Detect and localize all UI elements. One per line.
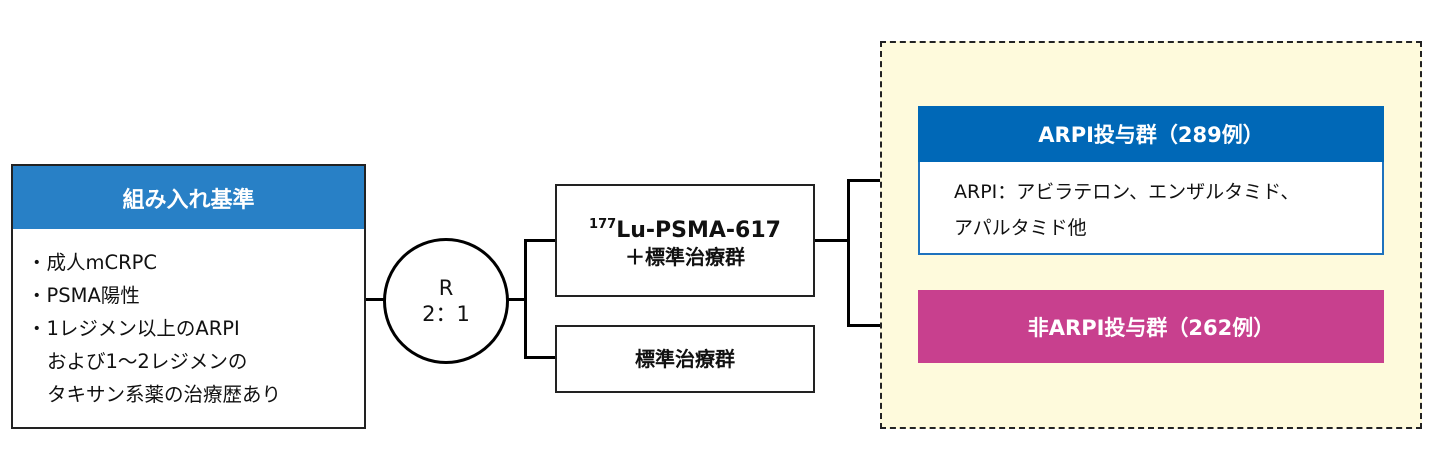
connector-criteria-to-randomization	[366, 298, 384, 301]
criteria-item: ・PSMA陽性	[27, 284, 140, 307]
branch-vertical-line	[524, 239, 527, 359]
arrow-line-to-non-arpi	[847, 324, 905, 327]
branch-to-lu-arm	[524, 239, 556, 242]
drug-name: Lu-PSMA-617	[616, 217, 781, 243]
inclusion-criteria-box: 組み入れ基準 ・成人mCRPC ・PSMA陽性 ・1レジメン以上のARPI およ…	[11, 164, 366, 429]
arm-lu-psma-box: 177Lu-PSMA-617 ＋標準治療群	[555, 184, 815, 297]
randomization-circle: R 2：1	[383, 238, 509, 364]
arpi-group-box: ARPI投与群（289例） ARPI：アビラテロン、エンザルタミド、 アパルタミ…	[918, 106, 1384, 255]
branch-to-standard-arm	[524, 356, 556, 359]
inclusion-criteria-list: ・成人mCRPC ・PSMA陽性 ・1レジメン以上のARPI および1〜2レジメ…	[27, 246, 358, 411]
arrow-line-to-arpi	[847, 179, 905, 182]
arpi-group-title: ARPI投与群（289例）	[918, 106, 1384, 162]
randomization-ratio: 2：1	[422, 302, 470, 326]
arm-lu-psma-line2: ＋標準治療群	[625, 244, 745, 269]
arm-lu-psma-name: 177Lu-PSMA-617	[589, 212, 781, 244]
split-vertical-line	[847, 179, 850, 327]
arpi-description-line: アパルタミド他	[954, 217, 1087, 239]
non-arpi-group-title: 非ARPI投与群（262例）	[1027, 315, 1275, 340]
randomization-label: R	[438, 276, 454, 300]
arpi-group-description: ARPI：アビラテロン、エンザルタミド、 アパルタミド他	[954, 174, 1374, 246]
arm-standard-label: 標準治療群	[635, 347, 735, 371]
inclusion-criteria-title: 組み入れ基準	[13, 166, 364, 229]
arpi-description-line: ARPI：アビラテロン、エンザルタミド、	[954, 181, 1300, 203]
connector-randomization-to-branch	[508, 298, 527, 301]
criteria-item-continuation: タキサン系薬の治療歴あり	[47, 383, 282, 406]
criteria-item-continuation: および1〜2レジメンの	[47, 350, 248, 373]
connector-lu-arm-to-split	[814, 239, 849, 242]
arm-standard-box: 標準治療群	[555, 325, 815, 393]
criteria-item: ・成人mCRPC	[27, 251, 158, 274]
isotope-superscript: 177	[589, 216, 617, 232]
non-arpi-group-box: 非ARPI投与群（262例）	[918, 290, 1384, 363]
criteria-item: ・1レジメン以上のARPI	[27, 317, 240, 340]
